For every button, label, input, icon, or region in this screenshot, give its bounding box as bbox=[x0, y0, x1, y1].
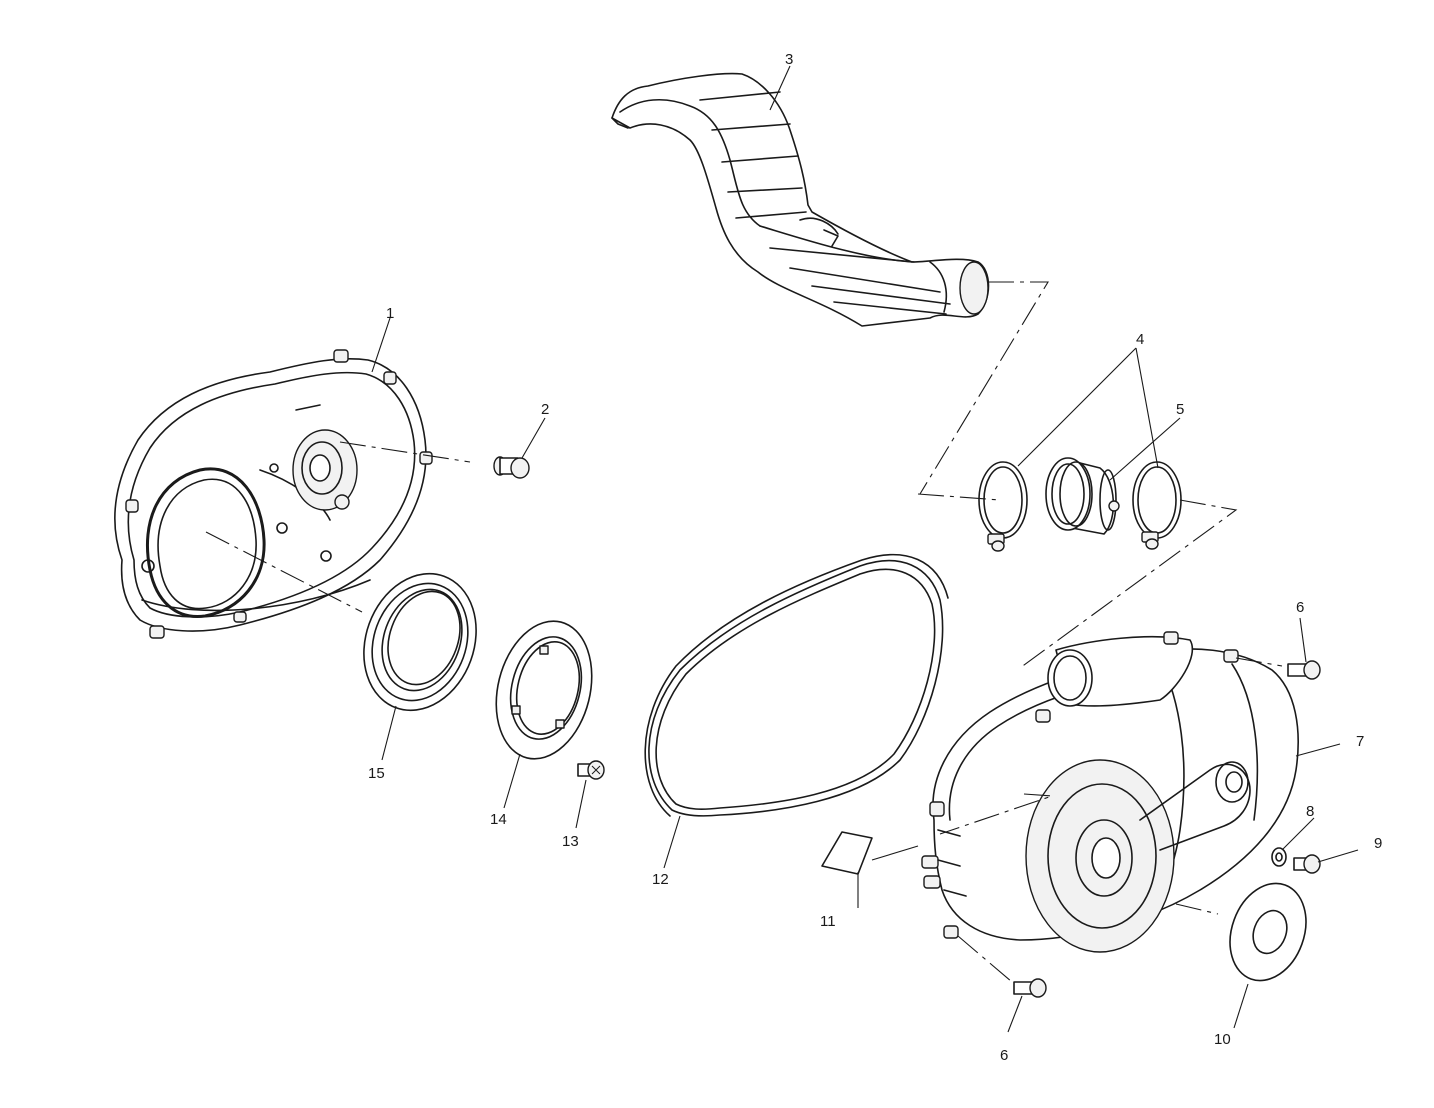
washer bbox=[1271, 847, 1287, 867]
callout-9: 9 bbox=[1374, 835, 1382, 852]
callout-5: 5 bbox=[1176, 401, 1184, 418]
seal-ring bbox=[363, 572, 477, 712]
intake-duct bbox=[611, 72, 990, 327]
callout-15: 15 bbox=[368, 765, 385, 782]
warning-label bbox=[821, 831, 873, 875]
assembly-centerlines bbox=[205, 281, 1283, 983]
callout-labels: 1 2 3 4 5 6 6 7 8 9 10 11 12 13 14 15 bbox=[368, 51, 1382, 1064]
cover-bolt bbox=[493, 456, 530, 479]
duct-coupler bbox=[1045, 457, 1120, 535]
callout-10: 10 bbox=[1214, 1031, 1231, 1048]
callout-2: 2 bbox=[541, 401, 549, 418]
cover-bolt-lower bbox=[1013, 978, 1047, 998]
hose-clamp-left bbox=[978, 461, 1028, 552]
callout-6b: 6 bbox=[1000, 1047, 1008, 1064]
decal-disc bbox=[1229, 882, 1307, 982]
plate-screw bbox=[577, 760, 605, 780]
cover-bolt-upper bbox=[1287, 660, 1321, 680]
outer-clutch-cover bbox=[921, 631, 1299, 953]
callout-1: 1 bbox=[386, 305, 394, 322]
callout-13: 13 bbox=[562, 833, 579, 850]
drive-belt bbox=[644, 553, 949, 817]
retainer-plate bbox=[495, 620, 593, 760]
callout-8: 8 bbox=[1306, 803, 1314, 820]
hose-clamp-right bbox=[1132, 461, 1182, 550]
callout-3: 3 bbox=[785, 51, 793, 68]
callout-12: 12 bbox=[652, 871, 669, 888]
leader-lines bbox=[371, 65, 1359, 1033]
inner-clutch-cover bbox=[114, 349, 433, 639]
callout-14: 14 bbox=[490, 811, 507, 828]
callout-4: 4 bbox=[1136, 331, 1144, 348]
plug-bolt bbox=[1293, 854, 1321, 874]
callout-11: 11 bbox=[820, 913, 836, 930]
callout-6a: 6 bbox=[1296, 599, 1304, 616]
callout-7: 7 bbox=[1356, 733, 1364, 750]
